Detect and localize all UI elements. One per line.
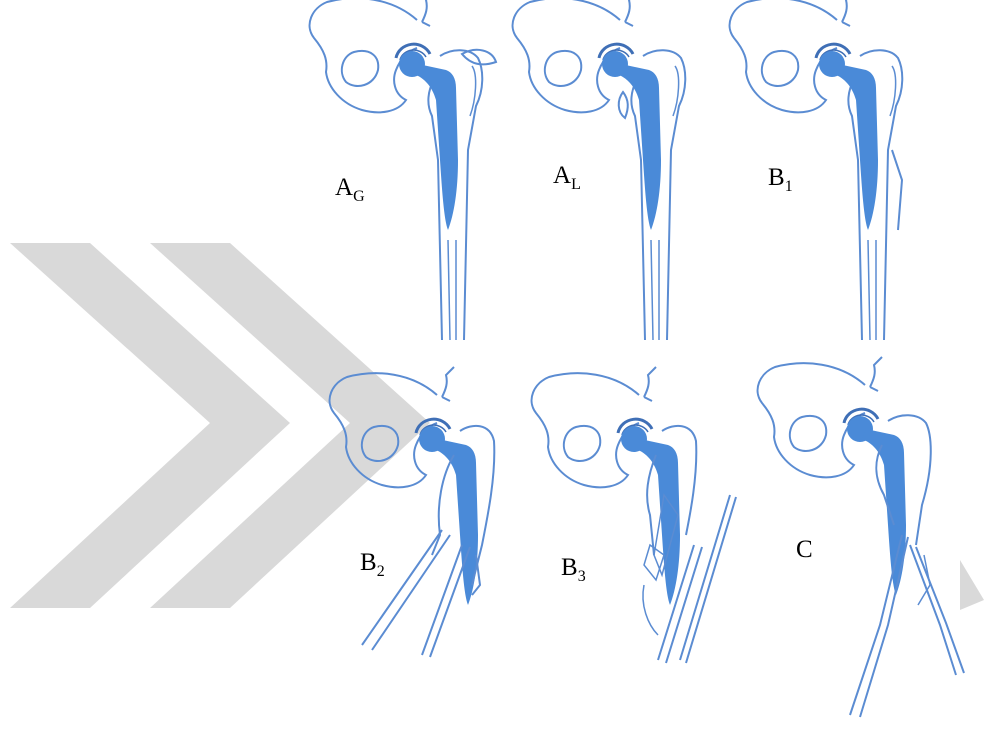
panel-label-c: C [796,536,813,563]
